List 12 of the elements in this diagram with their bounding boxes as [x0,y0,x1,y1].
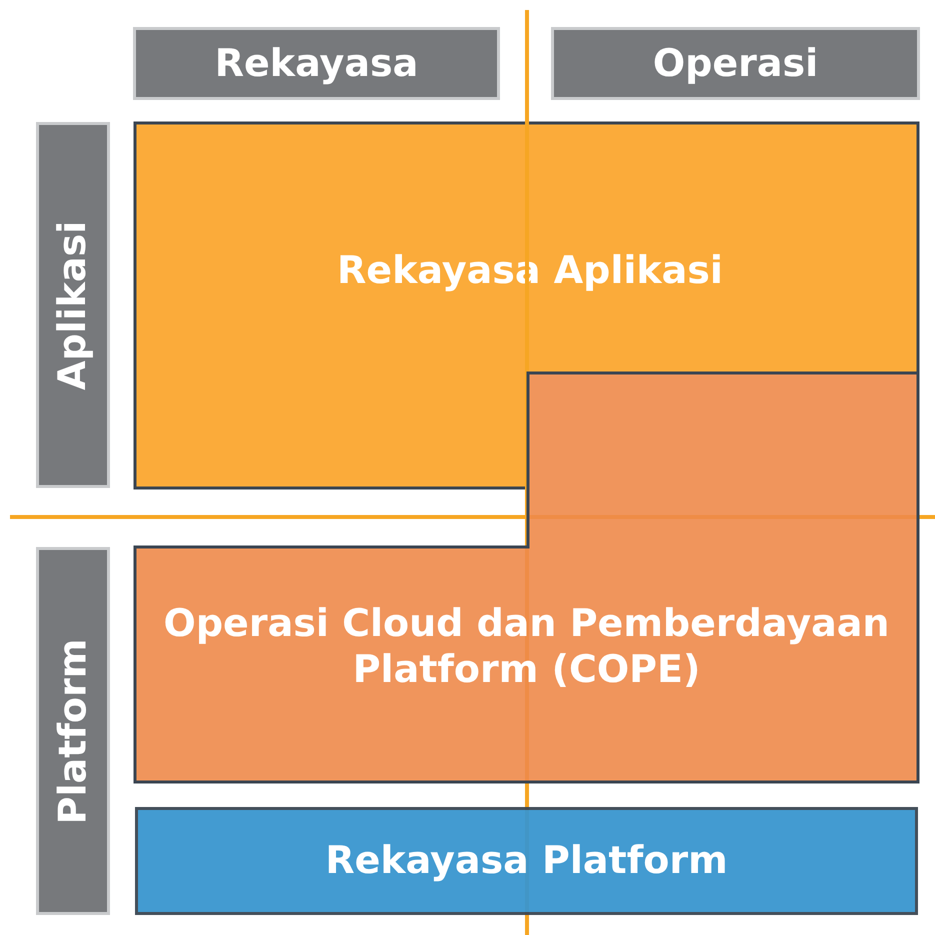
node-label: Rekayasa Aplikasi [337,248,723,294]
column-header-bar [551,27,920,100]
column-header-bar [133,27,500,100]
node-label: Rekayasa Platform [325,838,728,884]
row-header-bar [36,547,110,915]
node-label: Aplikasi [50,220,96,390]
layer-bar [135,807,918,915]
node-label: Rekayasa [214,40,418,86]
node-label: Operasi [652,40,818,86]
row-header-bar [36,122,110,488]
node-label: Operasi Cloud dan Pemberdayaan Platform (COPE) [162,601,890,692]
node-label: Platform [50,638,96,824]
